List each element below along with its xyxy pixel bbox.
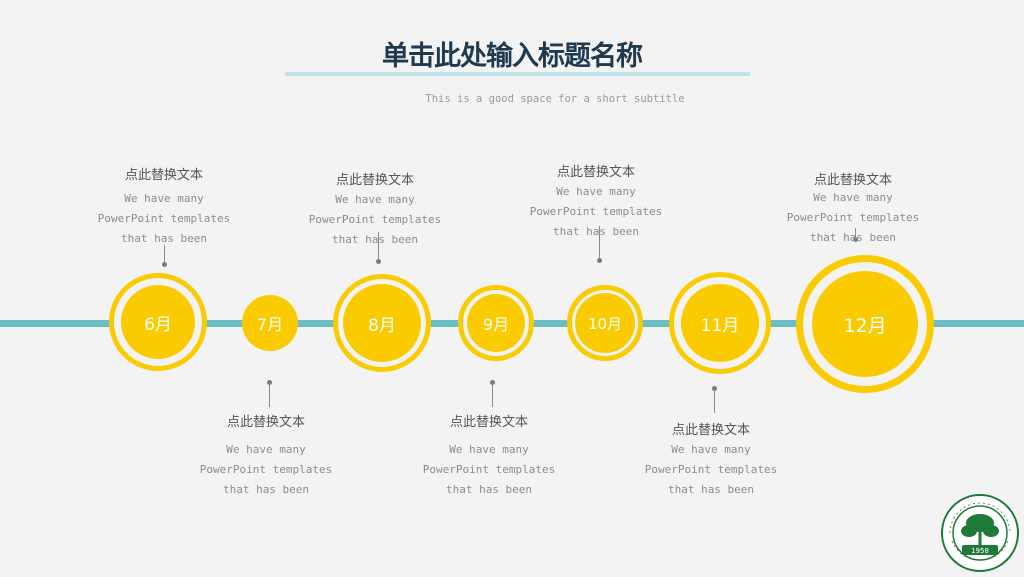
title-underline: [285, 72, 750, 76]
callout-line: We have many: [124, 192, 204, 205]
callout-heading: 点此替换文本: [556, 165, 635, 180]
callout-heading: 点此替换文本: [813, 173, 892, 188]
callout-line: that has been: [331, 233, 419, 246]
page-subtitle: This is a good space for a short subtitl…: [425, 93, 685, 105]
month-label: 11月: [700, 315, 740, 336]
callout-line: We have many: [671, 443, 751, 456]
month-label: 8月: [368, 315, 396, 336]
callout-line: that has been: [809, 231, 897, 244]
callout-line: We have many: [556, 185, 636, 198]
callout-line: that has been: [552, 225, 640, 238]
callout-8: 点此替换文本 We have many PowerPoint templates…: [290, 169, 460, 250]
callout-line: PowerPoint templates: [199, 463, 333, 476]
page-title: 单击此处输入标题名称: [382, 41, 643, 72]
callout-6: 点此替换文本 We have many PowerPoint templates…: [79, 164, 249, 249]
callout-line: We have many: [449, 443, 529, 456]
callout-line: that has been: [222, 483, 310, 496]
callout-line: We have many: [335, 193, 415, 206]
callout-line: PowerPoint templates: [308, 213, 442, 226]
month-label: 7月: [256, 315, 284, 334]
callout-line: that has been: [667, 483, 755, 496]
callout-line: PowerPoint templates: [422, 463, 556, 476]
callout-9: 点此替换文本 We have many PowerPoint templates…: [404, 411, 574, 500]
callout-line: PowerPoint templates: [786, 211, 920, 224]
month-label: 9月: [482, 315, 510, 334]
callout-line: PowerPoint templates: [97, 212, 231, 225]
callout-10: 点此替换文本 We have many PowerPoint templates…: [511, 161, 681, 242]
callout-heading: 点此替换文本: [671, 423, 750, 438]
callout-heading: 点此替换文本: [449, 415, 528, 430]
callout-line: We have many: [226, 443, 306, 456]
callout-heading: 点此替换文本: [226, 415, 305, 430]
university-logo: 1958: [940, 493, 1020, 573]
callout-line: We have many: [813, 191, 893, 204]
callout-line: that has been: [120, 232, 208, 245]
callout-heading: 点此替换文本: [124, 168, 203, 183]
month-label: 6月: [144, 314, 172, 335]
callout-11: 点此替换文本 We have many PowerPoint templates…: [626, 419, 796, 500]
month-label: 10月: [587, 314, 623, 333]
callout-7: 点此替换文本 We have many PowerPoint templates…: [181, 411, 351, 500]
callout-heading: 点此替换文本: [335, 173, 414, 188]
callout-line: PowerPoint templates: [529, 205, 663, 218]
logo-year: 1958: [971, 547, 989, 555]
callout-line: that has been: [445, 483, 533, 496]
month-label: 12月: [843, 314, 887, 337]
callout-12: 点此替换文本 We have many PowerPoint templates…: [768, 169, 938, 248]
callout-line: PowerPoint templates: [644, 463, 778, 476]
